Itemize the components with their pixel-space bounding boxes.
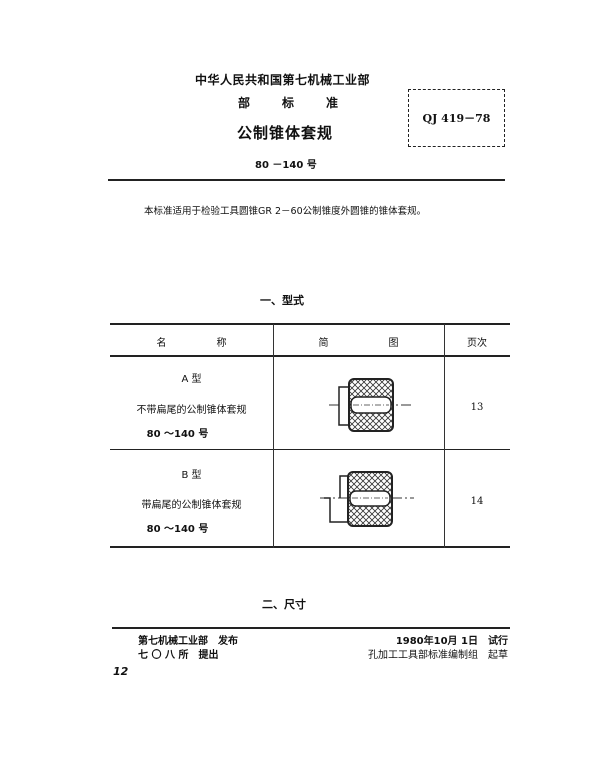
table-col-divider-1 [273, 324, 274, 548]
row-type: A 型 [181, 374, 202, 385]
header-char: 名 [156, 338, 167, 349]
header-char: 称 [216, 338, 227, 349]
standard-number-box: QJ 419－78 [408, 89, 505, 147]
section-heading-types: 一、型式 [260, 294, 304, 307]
column-header-page: 页次 [444, 334, 510, 349]
column-header-figure: 简图 [273, 334, 444, 349]
ministry-name: 中华人民共和国第七机械工业部 [195, 73, 371, 87]
row-range: 80 ～140 号 [146, 429, 209, 440]
document-title: 公制锥体套规 [236, 124, 333, 142]
drafter: 孔加工工具部标准编制组 起草 [368, 650, 508, 661]
proposer: 七 〇 八 所 提出 [138, 650, 219, 661]
standard-level: 部标准 [238, 94, 370, 111]
gauge-type-a-figure [329, 378, 413, 432]
level-char-3: 准 [326, 96, 339, 110]
header-char: 简 [318, 338, 329, 349]
footer-divider [112, 627, 510, 629]
table-col-divider-2 [444, 324, 445, 548]
row-name: 带扁尾的公制锥体套规 [141, 500, 242, 511]
scope-statement: 本标准适用于检验工具圆锥GR 2－60公制锥度外圆锥的锥体套规。 [144, 206, 427, 217]
section-heading-dimensions: 二、尺寸 [262, 598, 306, 611]
header-char: 页次 [467, 338, 487, 349]
header-char: 图 [388, 338, 399, 349]
gauge-type-b-figure [320, 471, 414, 527]
row-type: B 型 [181, 470, 202, 481]
page-number: 12 [113, 665, 129, 678]
row-range: 80 ～140 号 [146, 524, 209, 535]
column-header-name: 名称 [110, 334, 273, 349]
table-top-rule [110, 323, 510, 325]
size-range: 80 －140 号 [255, 160, 317, 171]
row-page: 14 [470, 496, 484, 507]
level-char-2: 标 [282, 96, 295, 110]
table-header-rule [110, 355, 510, 357]
table-bottom-rule [110, 546, 510, 548]
effective-date: 1980年10月 1日 试行 [395, 636, 508, 647]
table-row-divider [110, 449, 510, 450]
row-name: 不带扁尾的公制锥体套规 [136, 405, 247, 416]
row-page: 13 [470, 402, 484, 413]
header-divider [108, 179, 505, 181]
level-char-1: 部 [238, 96, 251, 110]
publisher: 第七机械工业部 发布 [138, 636, 238, 647]
standard-number: QJ 419－78 [422, 112, 491, 125]
